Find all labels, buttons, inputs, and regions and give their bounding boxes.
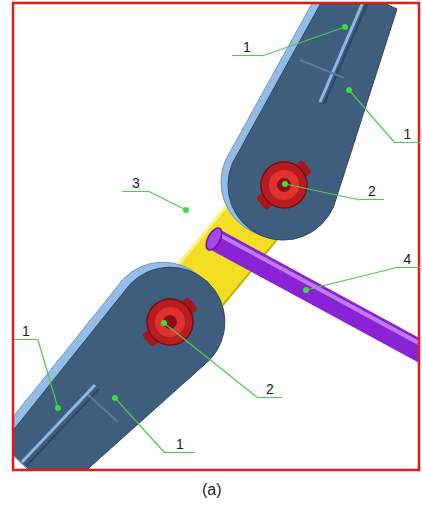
callout-number: 1 <box>232 39 262 56</box>
rod-end <box>203 226 225 253</box>
link-groove <box>22 385 95 462</box>
leader-dot <box>342 24 348 30</box>
callout-number: 2 <box>360 183 384 200</box>
leader-dots <box>55 24 352 411</box>
pin-center <box>160 312 180 332</box>
red-frame <box>13 3 419 470</box>
link-groove-shadow <box>26 389 99 466</box>
callout-number: 4 <box>395 251 420 268</box>
leader-dot <box>161 320 167 326</box>
link-groove-shadow <box>324 4 370 104</box>
leader-line <box>38 340 58 408</box>
red-pin <box>132 285 208 359</box>
callout-number: 1 <box>165 436 195 453</box>
leader-line <box>164 323 258 398</box>
leader-dot <box>282 181 288 187</box>
link-crease <box>300 60 344 78</box>
leader-line <box>150 192 186 210</box>
leader-line <box>262 27 345 56</box>
leader-line <box>349 90 395 143</box>
leader-dot <box>183 207 189 213</box>
red-pin <box>246 148 322 222</box>
leader-dot <box>112 395 118 401</box>
leader-line <box>306 268 395 290</box>
leader-line <box>115 398 165 453</box>
link-front-plate <box>14 267 225 469</box>
callout-number: 1 <box>14 323 38 340</box>
leader-lines <box>38 27 395 453</box>
purple-rod <box>214 239 418 367</box>
pin-flange <box>252 153 317 218</box>
callout-number: 2 <box>258 381 282 398</box>
leader-dot <box>303 287 309 293</box>
callout-number: 3 <box>122 175 150 192</box>
link-groove <box>320 4 366 102</box>
rod-highlight <box>216 233 418 360</box>
figure-caption: (a) <box>202 480 222 500</box>
link-crease <box>88 395 118 422</box>
callout-number: 1 <box>395 126 420 143</box>
leader-dot <box>346 87 352 93</box>
mechanism-group <box>14 4 418 469</box>
pin-head <box>149 301 191 343</box>
leader-dot <box>55 405 61 411</box>
leader-line <box>285 184 360 200</box>
pin-flange <box>138 290 203 355</box>
pin-head <box>263 164 305 206</box>
link-front-plate <box>228 4 397 240</box>
